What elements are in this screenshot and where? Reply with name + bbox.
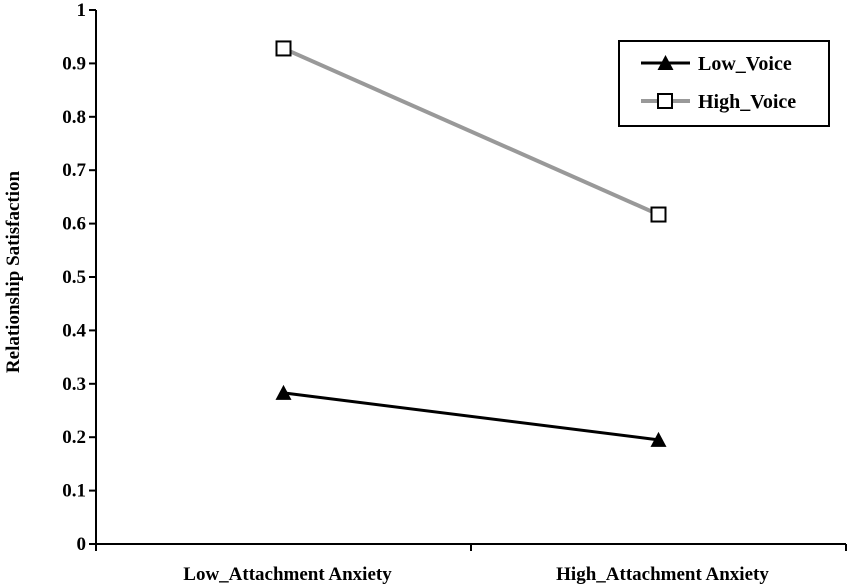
y-tick-label: 0.7 xyxy=(62,160,86,181)
x-axis: Low_Attachment Anxiety High_Attachment An… xyxy=(95,543,847,585)
legend-label-low-voice: Low_Voice xyxy=(698,53,792,75)
y-tick-label: 0.9 xyxy=(62,53,86,74)
data-point-low-voice xyxy=(275,384,292,400)
y-tick-label: 0 xyxy=(77,534,87,555)
y-tick-label: 0.2 xyxy=(62,427,86,448)
legend: Low_Voice High_Voice xyxy=(618,40,830,127)
x-category-label: Low_Attachment Anxiety xyxy=(183,564,392,585)
y-tick-label: 0.6 xyxy=(62,214,86,235)
data-point-high-voice xyxy=(650,206,667,223)
legend-box xyxy=(618,40,830,127)
data-point-low-voice xyxy=(650,431,667,447)
y-axis: 0 0.1 0.2 0.3 0.4 0.5 0.6 0.7 0.8 0.9 1 xyxy=(62,0,97,555)
y-tick-label: 0.4 xyxy=(62,320,86,341)
data-point-high-voice xyxy=(275,40,292,57)
legend-marker-high-voice xyxy=(657,93,673,109)
y-tick-label: 0.5 xyxy=(62,267,86,288)
series-layer xyxy=(275,40,667,447)
legend-label-high-voice: High_Voice xyxy=(698,91,796,113)
x-category-label: High_Attachment Anxiety xyxy=(556,564,769,585)
y-tick-label: 0.1 xyxy=(62,481,86,502)
legend-marker-low-voice xyxy=(657,55,674,70)
y-axis-title: Relationship Satisfaction xyxy=(3,170,24,373)
series-line-high-voice xyxy=(282,46,660,217)
y-tick-label: 0.3 xyxy=(62,374,86,395)
series-line-low-voice xyxy=(283,391,659,442)
y-tick-label: 1 xyxy=(77,0,87,21)
y-tick-label: 0.8 xyxy=(62,107,86,128)
